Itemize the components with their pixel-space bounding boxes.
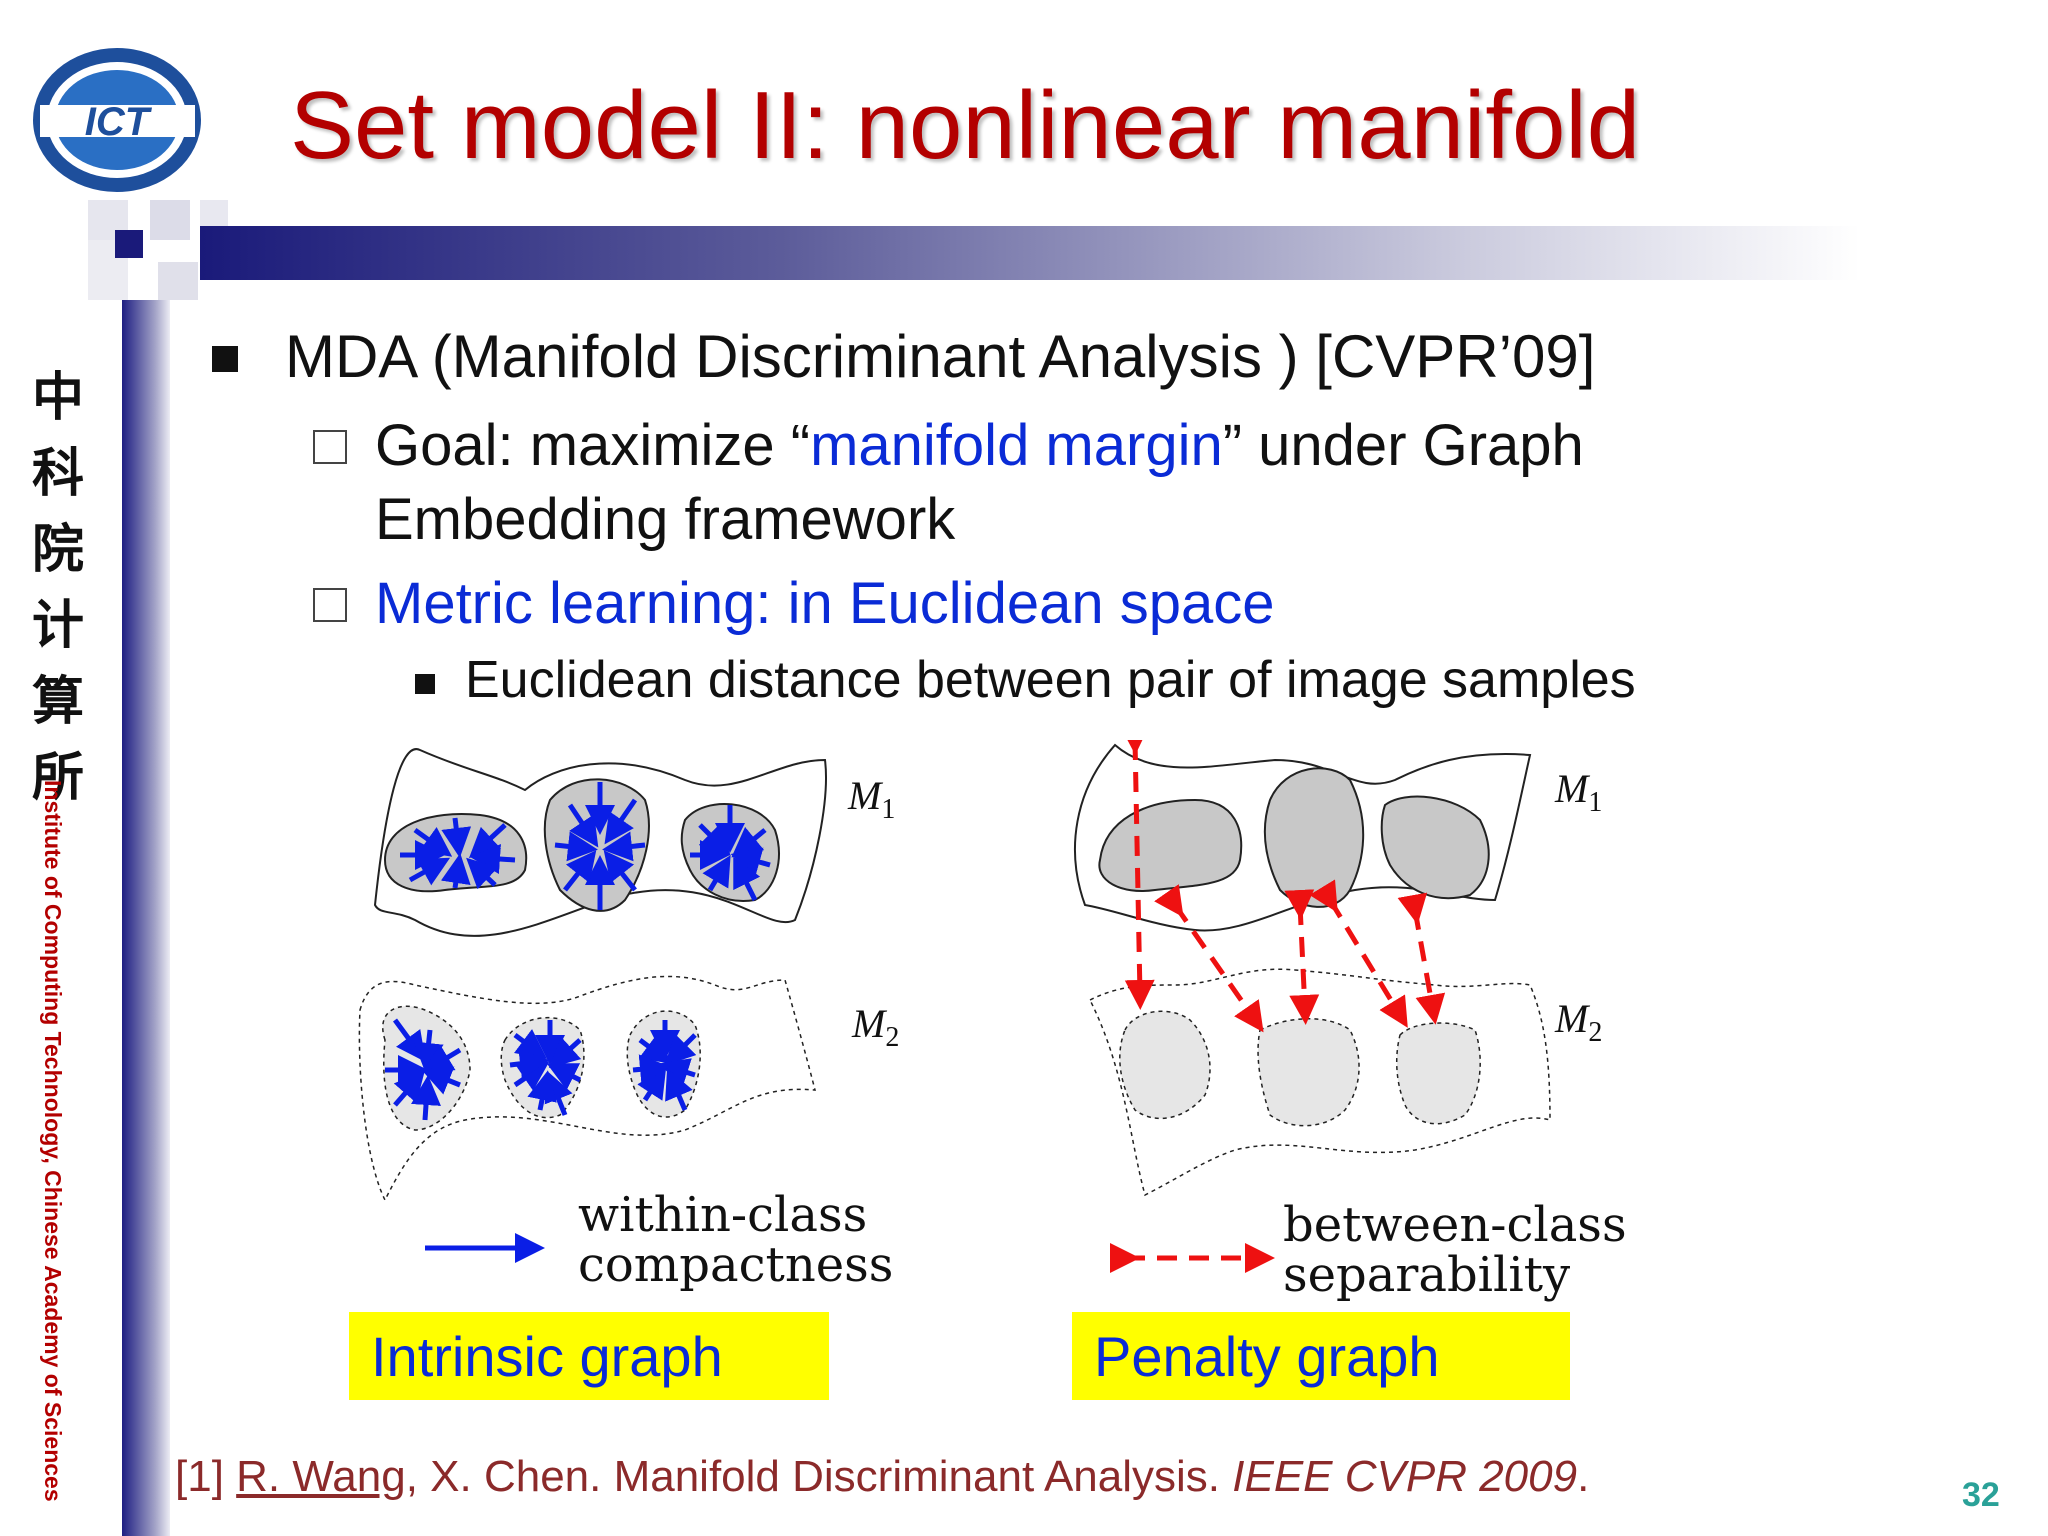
label-m1-right: M1 — [1555, 766, 1603, 818]
bullet-goal-line2: Embedding framework — [375, 487, 956, 552]
bullet-metric: Metric learning: in Euclidean space — [375, 571, 1275, 636]
goal-highlight: manifold margin — [810, 413, 1223, 478]
bullet-small-square — [415, 674, 435, 694]
reference-author-link[interactable]: R. Wang — [236, 1452, 406, 1501]
deco-square — [158, 262, 198, 300]
label-m2-left: M2 — [852, 1001, 900, 1053]
class-region — [1119, 1010, 1211, 1120]
penalty-arrows — [1119, 740, 1446, 1033]
class-region — [1257, 1018, 1360, 1127]
deco-square — [200, 200, 228, 228]
label-m1-left: M1 — [848, 773, 896, 825]
manifold-m2-left — [358, 975, 816, 1202]
penalty-graph-label: Penalty graph — [1072, 1312, 1570, 1400]
deco-square — [150, 200, 190, 240]
bullet-mda: MDA (Manifold Discriminant Analysis ) [C… — [285, 323, 1596, 390]
slide-title: Set model II: nonlinear manifold — [290, 72, 1641, 179]
intrinsic-arrows-m1 — [400, 782, 771, 910]
class-region — [1395, 1022, 1481, 1125]
legend-between-class: between-class separability — [1283, 1197, 1627, 1303]
deco-square — [115, 230, 143, 258]
class-region — [1263, 767, 1365, 908]
header-gradient-bar — [200, 226, 1860, 280]
bullet-hollow-square — [313, 588, 347, 622]
manifold-figure — [358, 740, 1551, 1273]
sidebar-chinese-name: 中 科 院 计 算 所 — [31, 367, 84, 808]
intrinsic-graph-label: Intrinsic graph — [349, 1312, 829, 1400]
class-region — [1380, 795, 1490, 900]
reference: [1] R. Wang, X. Chen. Manifold Discrimin… — [175, 1452, 1590, 1501]
intrinsic-arrows-m2 — [385, 1018, 697, 1121]
logo-text: ICT — [85, 100, 153, 144]
ict-logo: ICT — [33, 48, 201, 192]
bullet-goal: Goal: maximize “manifold margin” under G… — [375, 413, 1584, 478]
sidebar-gradient-bar — [122, 300, 170, 1536]
page-number: 32 — [1962, 1476, 2000, 1514]
legend-within-class: within-class compactness — [578, 1187, 894, 1293]
label-m2-right: M2 — [1555, 996, 1603, 1048]
bullet-euclid: Euclidean distance between pair of image… — [465, 651, 1636, 709]
bullet-square — [212, 346, 238, 372]
bullet-hollow-square — [313, 430, 347, 464]
